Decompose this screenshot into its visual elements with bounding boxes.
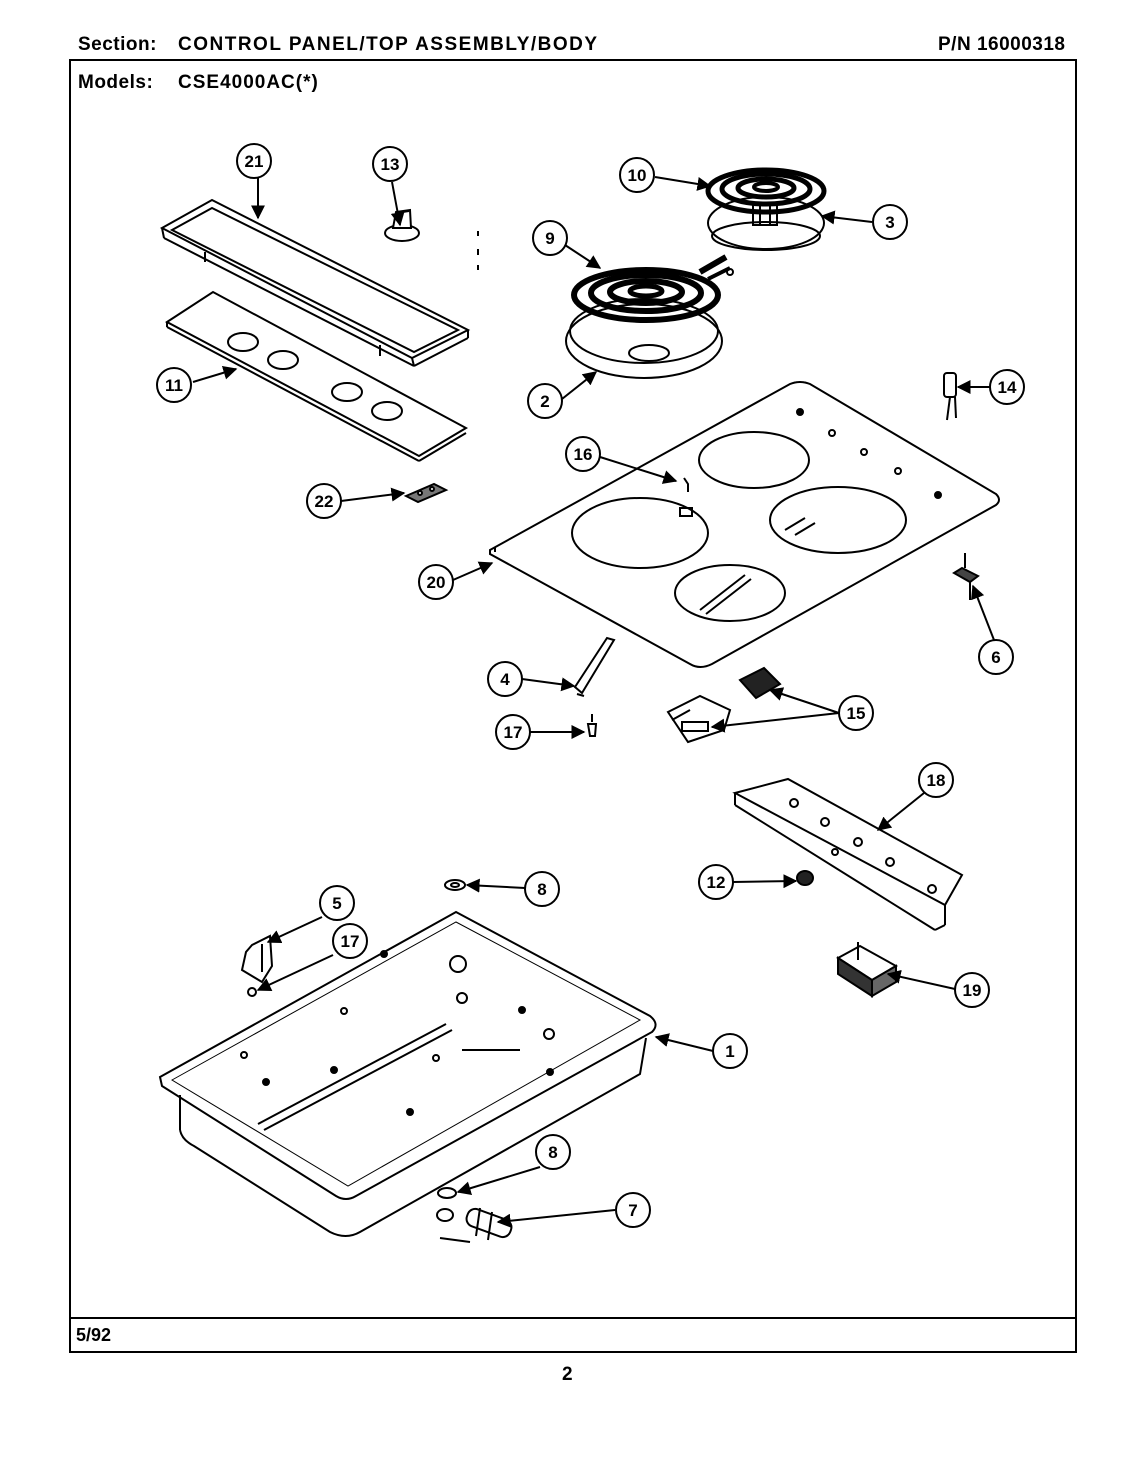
callouts: 21 13 10 3 9 11 2 14 16 22 20 6 4 15 17 … xyxy=(156,143,1025,1228)
revision-date: 5/92 xyxy=(76,1325,112,1345)
callout-8-upper: 8 xyxy=(524,871,560,907)
svg-text:5: 5 xyxy=(332,894,341,913)
part-lead-wire xyxy=(943,372,957,421)
callout-7: 7 xyxy=(615,1192,651,1228)
callout-14: 14 xyxy=(989,369,1025,405)
svg-text:18: 18 xyxy=(927,771,946,790)
part-small-surface-element xyxy=(705,167,827,251)
part-strain-relief xyxy=(436,1187,513,1243)
callout-12: 12 xyxy=(698,864,734,900)
models-label: Models: xyxy=(78,72,154,93)
callout-9: 9 xyxy=(532,220,568,256)
part-number: P/N 16000318 xyxy=(938,34,1066,55)
callout-22: 22 xyxy=(306,483,342,519)
callout-10: 10 xyxy=(619,157,655,193)
part-cooktop-body xyxy=(158,910,657,1237)
part-infinite-switch xyxy=(666,666,782,744)
part-mounting-bracket xyxy=(240,934,274,997)
callout-20: 20 xyxy=(418,564,454,600)
callout-21: 21 xyxy=(236,143,272,179)
callout-3: 3 xyxy=(872,204,908,240)
part-bushing xyxy=(796,870,814,886)
callout-17-lower: 17 xyxy=(332,923,368,959)
svg-text:10: 10 xyxy=(628,166,647,185)
callout-8-lower: 8 xyxy=(535,1134,571,1170)
svg-text:13: 13 xyxy=(381,155,400,174)
callout-11: 11 xyxy=(156,367,192,403)
svg-text:3: 3 xyxy=(885,213,894,232)
svg-text:11: 11 xyxy=(165,376,183,395)
svg-text:12: 12 xyxy=(707,873,726,892)
part-switch-bracket xyxy=(732,777,964,931)
leader-lines xyxy=(192,176,995,1228)
section-title: CONTROL PANEL/TOP ASSEMBLY/BODY xyxy=(178,34,599,55)
part-bracket-clip xyxy=(403,482,449,504)
callout-18: 18 xyxy=(918,762,954,798)
svg-text:8: 8 xyxy=(537,880,546,899)
callout-1: 1 xyxy=(712,1033,748,1069)
svg-text:7: 7 xyxy=(628,1201,637,1220)
callout-6: 6 xyxy=(978,639,1014,675)
callout-13: 13 xyxy=(372,146,408,182)
callout-19: 19 xyxy=(954,972,990,1008)
part-timer-control xyxy=(836,942,899,998)
part-grommet-upper xyxy=(444,879,466,891)
svg-text:6: 6 xyxy=(991,648,1000,667)
svg-text:19: 19 xyxy=(963,981,982,1000)
svg-text:9: 9 xyxy=(545,229,554,248)
svg-text:2: 2 xyxy=(540,392,549,411)
svg-text:15: 15 xyxy=(847,704,866,723)
part-large-surface-element xyxy=(565,254,734,379)
svg-text:4: 4 xyxy=(500,670,510,689)
callout-16: 16 xyxy=(565,436,601,472)
part-terminal-block xyxy=(952,553,980,600)
svg-text:17: 17 xyxy=(504,723,523,742)
part-support-strip xyxy=(573,636,616,697)
part-screw-upper xyxy=(586,714,598,737)
part-control-panel-frame xyxy=(159,198,471,367)
models-value: CSE4000AC(*) xyxy=(178,72,319,93)
svg-text:17: 17 xyxy=(341,932,360,951)
svg-text:1: 1 xyxy=(725,1042,734,1061)
callout-2: 2 xyxy=(527,383,563,419)
callout-15: 15 xyxy=(838,695,874,731)
svg-text:14: 14 xyxy=(998,378,1017,397)
svg-text:20: 20 xyxy=(427,573,446,592)
part-main-cooktop xyxy=(489,381,1000,668)
svg-text:22: 22 xyxy=(315,492,334,511)
section-label: Section: xyxy=(78,34,157,55)
callout-4: 4 xyxy=(487,661,523,697)
diagram-frame xyxy=(69,59,1077,1353)
callout-17-upper: 17 xyxy=(495,714,531,750)
svg-text:16: 16 xyxy=(574,445,593,464)
svg-text:8: 8 xyxy=(548,1143,557,1162)
callout-5: 5 xyxy=(319,885,355,921)
part-control-panel xyxy=(165,290,469,462)
svg-text:21: 21 xyxy=(245,152,264,171)
page-number: 2 xyxy=(562,1364,573,1385)
